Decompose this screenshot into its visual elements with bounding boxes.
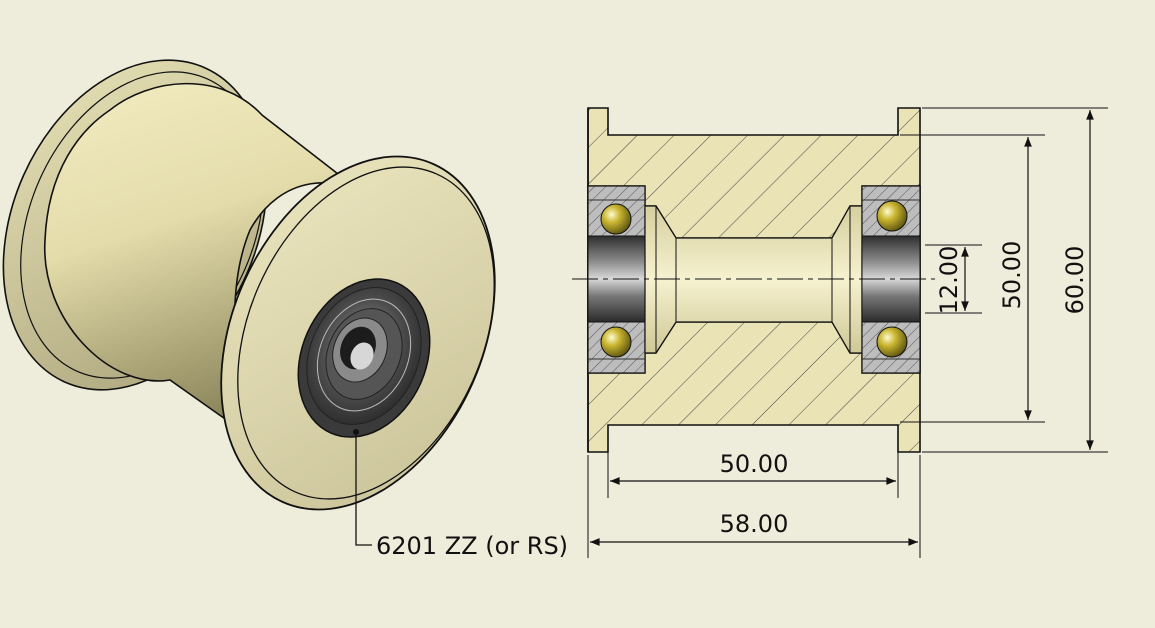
pulley-3d-view (2, 59, 496, 511)
dim-bore-diameter: 12.00 (935, 246, 963, 315)
bearing-callout-label: 6201 ZZ (or RS) (376, 532, 568, 560)
dim-inner-diameter: 50.00 (998, 241, 1026, 310)
dim-outer-diameter: 60.00 (1061, 246, 1089, 315)
dim-body-length: 50.00 (720, 450, 789, 478)
dim-overall-length: 58.00 (720, 510, 789, 538)
pulley-section-view (572, 107, 935, 453)
dimension-lines (587, 107, 1108, 558)
bearing-leader (353, 429, 372, 546)
